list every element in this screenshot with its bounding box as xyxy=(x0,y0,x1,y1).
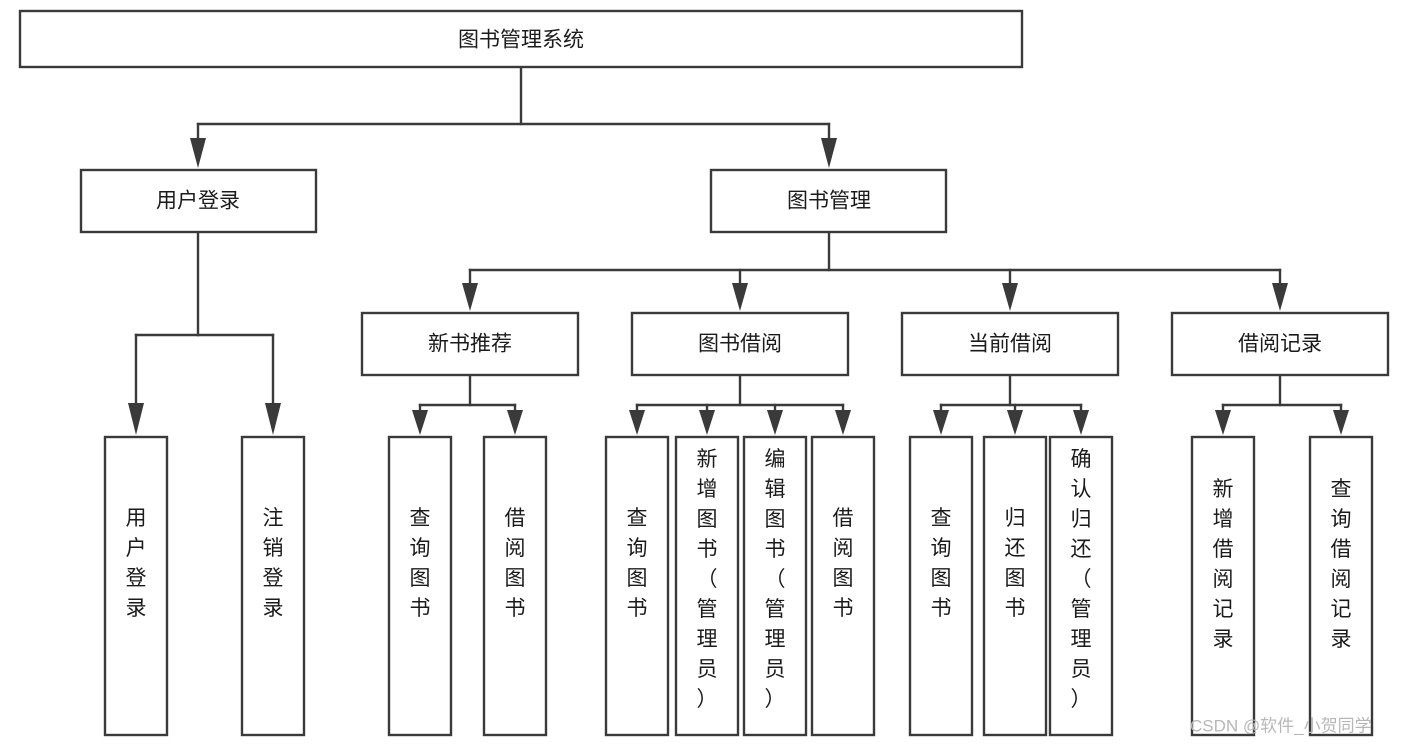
leaf-query-book-newbook-label: 查询图书 xyxy=(410,507,431,620)
leaf-logout[interactable]: 注销登录 xyxy=(240,435,306,737)
node-root[interactable]: 图书管理系统 xyxy=(18,9,1024,69)
leaf-borrow-book-label: 借阅图书 xyxy=(833,507,854,620)
leaf-user-login-label: 用户登录 xyxy=(126,507,147,620)
leaf-add-book-admin-label: 新增图书（管理员） xyxy=(697,448,718,711)
arrow-current-leaf-3 xyxy=(1073,410,1089,435)
node-user-login[interactable]: 用户登录 xyxy=(79,168,318,234)
leaf-confirm-return-admin-box[interactable] xyxy=(1048,435,1114,737)
arrow-root-to-user-login xyxy=(190,138,206,168)
leaf-edit-book-admin[interactable]: 编辑图书（管理员） xyxy=(742,435,808,737)
node-book-borrow-label: 图书借阅 xyxy=(698,333,782,356)
leaf-logout-box[interactable] xyxy=(240,435,306,737)
leaf-return-book-box[interactable] xyxy=(982,435,1048,737)
leaf-return-book-label: 归还图书 xyxy=(1005,507,1026,620)
leaf-add-borrow-record[interactable]: 新增借阅记录 xyxy=(1190,435,1256,737)
leaf-query-book-newbook-box[interactable] xyxy=(387,435,453,737)
leaf-borrow-book-box[interactable] xyxy=(810,435,876,737)
node-book-borrow-box[interactable] xyxy=(630,311,850,377)
node-root-label: 图书管理系统 xyxy=(458,29,584,52)
arrow-bookmgmt-to-newbook xyxy=(462,283,478,311)
arrow-record-leaf-2 xyxy=(1333,410,1349,435)
leaf-borrow-book[interactable]: 借阅图书 xyxy=(810,435,876,737)
node-current-borrow-box[interactable] xyxy=(900,311,1120,377)
arrow-borrow-leaf-2 xyxy=(699,410,715,435)
node-user-login-label: 用户登录 xyxy=(156,190,240,213)
leaf-query-book-borrow-label: 查询图书 xyxy=(627,507,648,620)
leaf-add-borrow-record-box[interactable] xyxy=(1190,435,1256,737)
leaf-confirm-return-admin[interactable]: 确认归还（管理员） xyxy=(1048,435,1114,737)
connector-layer xyxy=(128,65,1349,435)
leaf-borrow-book-newbook-box[interactable] xyxy=(482,435,548,737)
node-current-borrow[interactable]: 当前借阅 xyxy=(900,311,1120,377)
leaf-query-book-borrow-box[interactable] xyxy=(604,435,670,737)
csdn-watermark: CSDN @软件_小贺同学 xyxy=(1190,716,1372,735)
node-book-management[interactable]: 图书管理 xyxy=(709,168,948,234)
arrow-bookmgmt-to-current xyxy=(1002,283,1018,311)
node-book-management-box[interactable] xyxy=(709,168,948,234)
leaf-query-book-current-box[interactable] xyxy=(908,435,974,737)
node-root-box[interactable] xyxy=(18,9,1024,69)
leaf-query-book-current-label: 查询图书 xyxy=(931,507,952,620)
arrow-borrow-leaf-4 xyxy=(835,410,851,435)
leaf-user-login-box[interactable] xyxy=(103,435,169,737)
node-borrow-record[interactable]: 借阅记录 xyxy=(1170,311,1390,377)
leaf-query-book-borrow[interactable]: 查询图书 xyxy=(604,435,670,737)
node-new-book-recommend-label: 新书推荐 xyxy=(428,333,512,356)
node-new-book-recommend[interactable]: 新书推荐 xyxy=(360,311,580,377)
arrow-userlogin-leaf-1 xyxy=(128,403,144,435)
node-user-login-box[interactable] xyxy=(79,168,318,234)
leaf-query-borrow-record-box[interactable] xyxy=(1308,435,1374,737)
leaf-edit-book-admin-label: 编辑图书（管理员） xyxy=(765,448,786,711)
arrow-newbook-leaf-1 xyxy=(412,410,428,435)
leaf-user-login[interactable]: 用户登录 xyxy=(103,435,169,737)
leaf-query-borrow-record-label: 查询借阅记录 xyxy=(1331,478,1352,651)
leaf-add-book-admin-box[interactable] xyxy=(674,435,740,737)
leaf-edit-book-admin-box[interactable] xyxy=(742,435,808,737)
arrow-bookmgmt-to-borrow xyxy=(732,283,748,311)
node-book-management-label: 图书管理 xyxy=(787,190,871,213)
arrow-userlogin-leaf-2 xyxy=(265,403,281,435)
node-borrow-record-label: 借阅记录 xyxy=(1238,333,1322,356)
node-book-borrow[interactable]: 图书借阅 xyxy=(630,311,850,377)
arrow-root-to-book-mgmt xyxy=(821,138,837,168)
leaf-add-book-admin[interactable]: 新增图书（管理员） xyxy=(674,435,740,737)
leaf-borrow-book-newbook[interactable]: 借阅图书 xyxy=(482,435,548,737)
arrow-current-leaf-1 xyxy=(933,410,949,435)
leaf-query-book-newbook[interactable]: 查询图书 xyxy=(387,435,453,737)
arrow-record-leaf-1 xyxy=(1215,410,1231,435)
node-borrow-record-box[interactable] xyxy=(1170,311,1390,377)
arrow-borrow-leaf-3 xyxy=(767,410,783,435)
node-current-borrow-label: 当前借阅 xyxy=(968,333,1052,356)
leaf-confirm-return-admin-label: 确认归还（管理员） xyxy=(1071,448,1092,711)
leaf-query-book-current[interactable]: 查询图书 xyxy=(908,435,974,737)
leaf-borrow-book-newbook-label: 借阅图书 xyxy=(505,507,526,620)
arrow-current-leaf-2 xyxy=(1007,410,1023,435)
node-new-book-recommend-box[interactable] xyxy=(360,311,580,377)
leaf-logout-label: 注销登录 xyxy=(263,507,284,620)
arrow-bookmgmt-to-record xyxy=(1272,283,1288,311)
leaf-return-book[interactable]: 归还图书 xyxy=(982,435,1048,737)
arrow-newbook-leaf-2 xyxy=(507,410,523,435)
leaf-query-borrow-record[interactable]: 查询借阅记录 xyxy=(1308,435,1374,737)
leaf-add-borrow-record-label: 新增借阅记录 xyxy=(1213,478,1234,651)
arrow-borrow-leaf-1 xyxy=(629,410,645,435)
